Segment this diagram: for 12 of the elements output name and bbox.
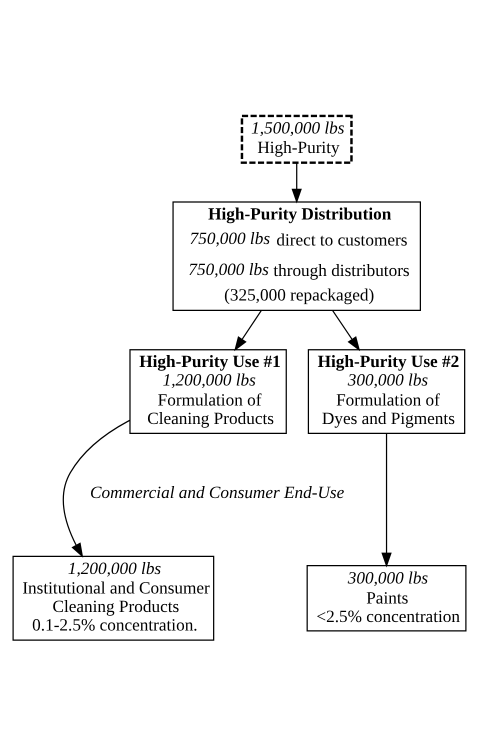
arrow — [332, 310, 360, 351]
label: Commercial and Consumer End-Use — [90, 482, 344, 502]
arrow — [62, 419, 130, 558]
node-box: 1,500,000 lbs High-Purity — [240, 114, 353, 164]
node-box: High-Purity Distribution 750,000 lbs direct to customers 750,000 lbs through distributors (325,000 repackaged) — [172, 200, 421, 310]
node-box: 1,200,000 lbs Institutional and Consumer Cleaning Products 0.1-2.5% concentration. — [12, 555, 214, 640]
arrow — [292, 162, 302, 203]
arrow — [234, 310, 262, 351]
node-box: High-Purity Use #1 1,200,000 lbs Formulation of Cleaning Products — [129, 348, 287, 434]
node-box: 300,000 lbs Paints <2.5% concentration — [306, 564, 466, 631]
arrow — [381, 433, 392, 567]
node-box: High-Purity Use #2 300,000 lbs Formulation of Dyes and Pigments — [308, 348, 466, 434]
